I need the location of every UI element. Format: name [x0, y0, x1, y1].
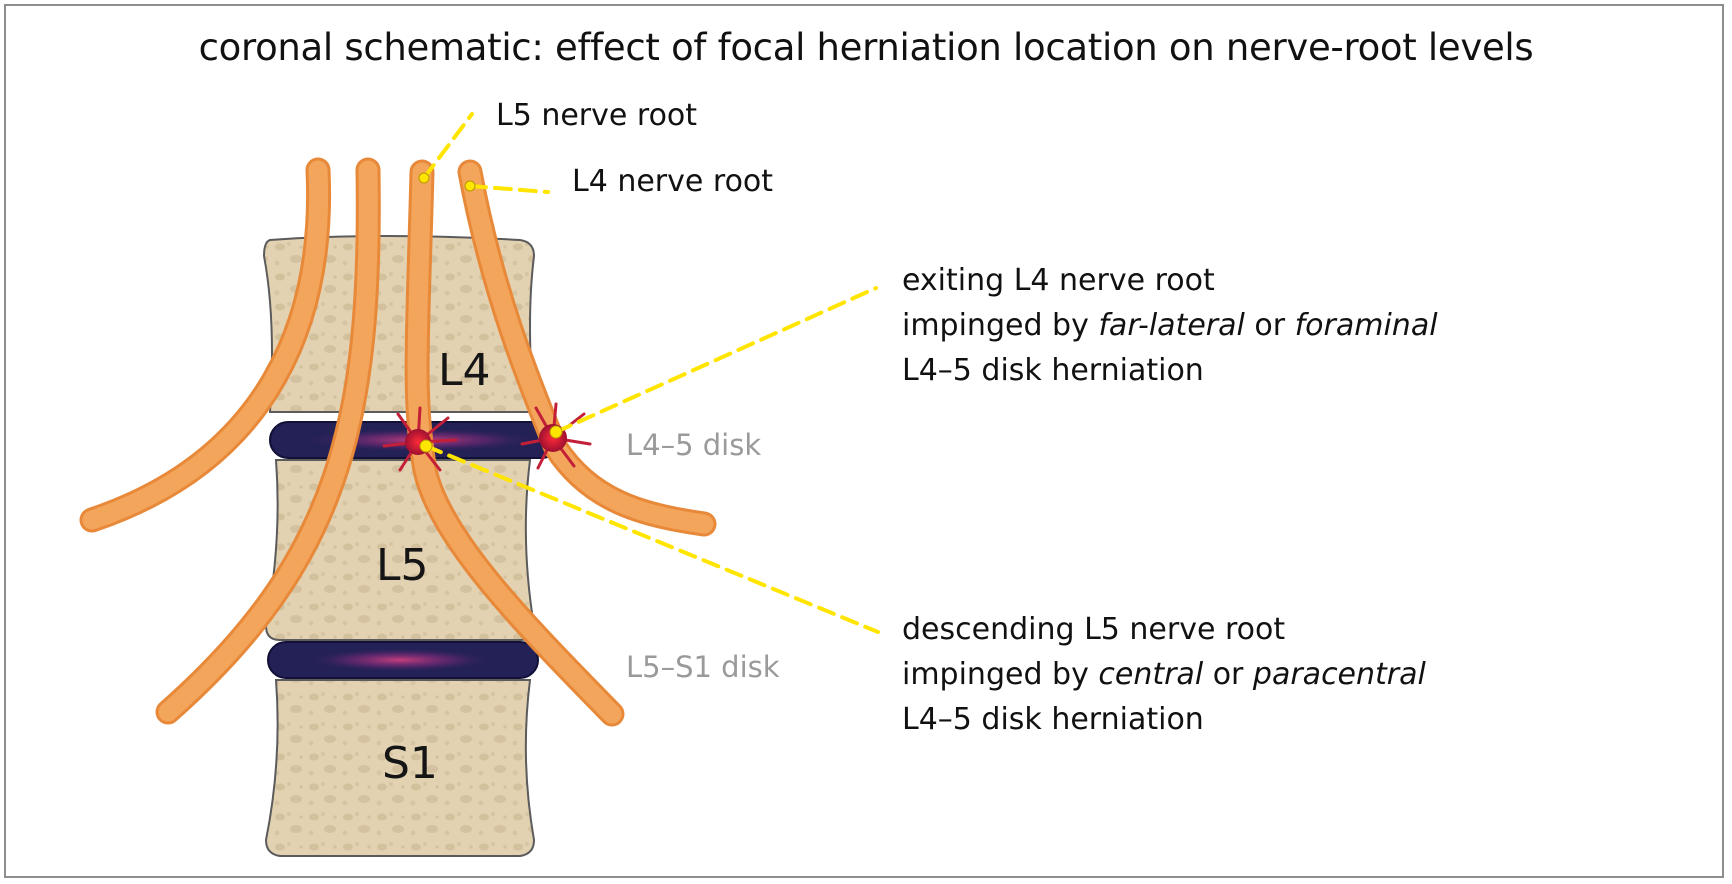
disk-label-l4-5: L4–5 disk — [626, 428, 762, 462]
l5-nerve-root-label: L5 nerve root — [496, 98, 698, 133]
descending-term-central: central — [1098, 657, 1204, 692]
exiting-line-2-mid: or — [1244, 308, 1295, 343]
exiting-line-1: exiting L4 nerve root — [902, 263, 1215, 298]
descending-term-paracentral: paracentral — [1252, 657, 1426, 692]
l4-nerve-root-label: L4 nerve root — [572, 164, 774, 199]
descending-line-2-mid: or — [1203, 657, 1253, 692]
exiting-line-2-pre: impinged by — [902, 308, 1099, 343]
nerve-root-left-inner — [155, 157, 381, 725]
nerve-root-left-outer — [79, 157, 332, 533]
l4-leader-dot — [464, 180, 476, 192]
descending-leader — [424, 444, 880, 634]
l5-leader-dot — [418, 172, 430, 184]
descending-line-2: impinged by central or paracentral — [902, 652, 1426, 697]
l5-nerve-root — [404, 159, 625, 727]
exiting-line-2: impinged by far-lateral or foraminal — [902, 303, 1438, 348]
exiting-leader — [554, 286, 878, 434]
vertebra-label-s1: S1 — [382, 738, 438, 789]
descending-root-description: descending L5 nerve root impinged by cen… — [902, 607, 1426, 742]
descending-line-3: L4–5 disk herniation — [902, 702, 1204, 737]
exiting-leader-dot — [549, 425, 563, 439]
descending-line-2-pre: impinged by — [902, 657, 1099, 692]
descending-line-1: descending L5 nerve root — [902, 612, 1286, 647]
vertebra-label-l5: L5 — [376, 540, 429, 591]
figure-title: coronal schematic: effect of focal herni… — [198, 26, 1534, 69]
l5-label-leader — [422, 112, 474, 180]
descending-leader-dot — [419, 439, 433, 453]
exiting-term-foraminal: foraminal — [1294, 308, 1438, 343]
disk-label-l5-s1: L5–S1 disk — [626, 650, 780, 684]
exiting-line-3: L4–5 disk herniation — [902, 353, 1204, 388]
l4-label-leader — [468, 184, 550, 194]
exiting-term-far-lateral: far-lateral — [1098, 308, 1245, 343]
exiting-root-description: exiting L4 nerve root impinged by far-la… — [902, 258, 1438, 393]
vertebra-label-l4: L4 — [438, 345, 491, 396]
vertebra-s1-body — [264, 679, 536, 857]
disk-l5-s1 — [267, 641, 539, 679]
